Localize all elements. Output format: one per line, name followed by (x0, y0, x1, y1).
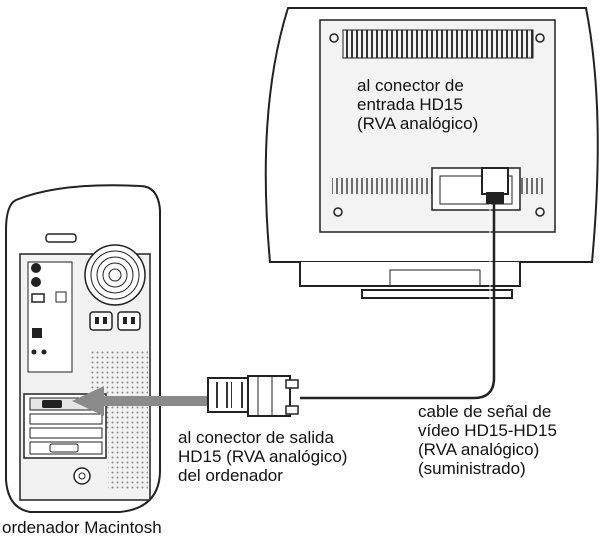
computer-name-label: ordenador Macintosh (2, 518, 162, 537)
label-line: vídeo HD15-HD15 (418, 421, 557, 440)
power-socket-icon (89, 311, 141, 331)
cable-label: cable de señal de vídeo HD15-HD15 (RVA a… (418, 402, 557, 478)
label-line: del ordenador (178, 466, 283, 485)
hd15-cable (207, 204, 496, 417)
computer-output-label: al conector de salida HD15 (RVA analógic… (178, 428, 347, 485)
label-line: al conector de (357, 76, 464, 95)
screw-icon (329, 33, 545, 217)
monitor-rear (264, 7, 599, 299)
label-line: cable de señal de (418, 402, 552, 421)
fan-icon (84, 244, 146, 306)
label-line: entrada HD15 (357, 95, 463, 114)
label-line: al conector de salida (178, 428, 334, 447)
connection-arrow (72, 386, 208, 416)
monitor-input-label: al conector de entrada HD15 (RVA analógi… (357, 76, 478, 133)
label-line: HD15 (RVA analógico) (178, 447, 348, 466)
label-line: (suministrado) (418, 459, 526, 478)
label-line: (RVA analógico) (418, 440, 540, 459)
macintosh-computer (5, 184, 161, 513)
label-line: (RVA analógico) (357, 114, 479, 133)
